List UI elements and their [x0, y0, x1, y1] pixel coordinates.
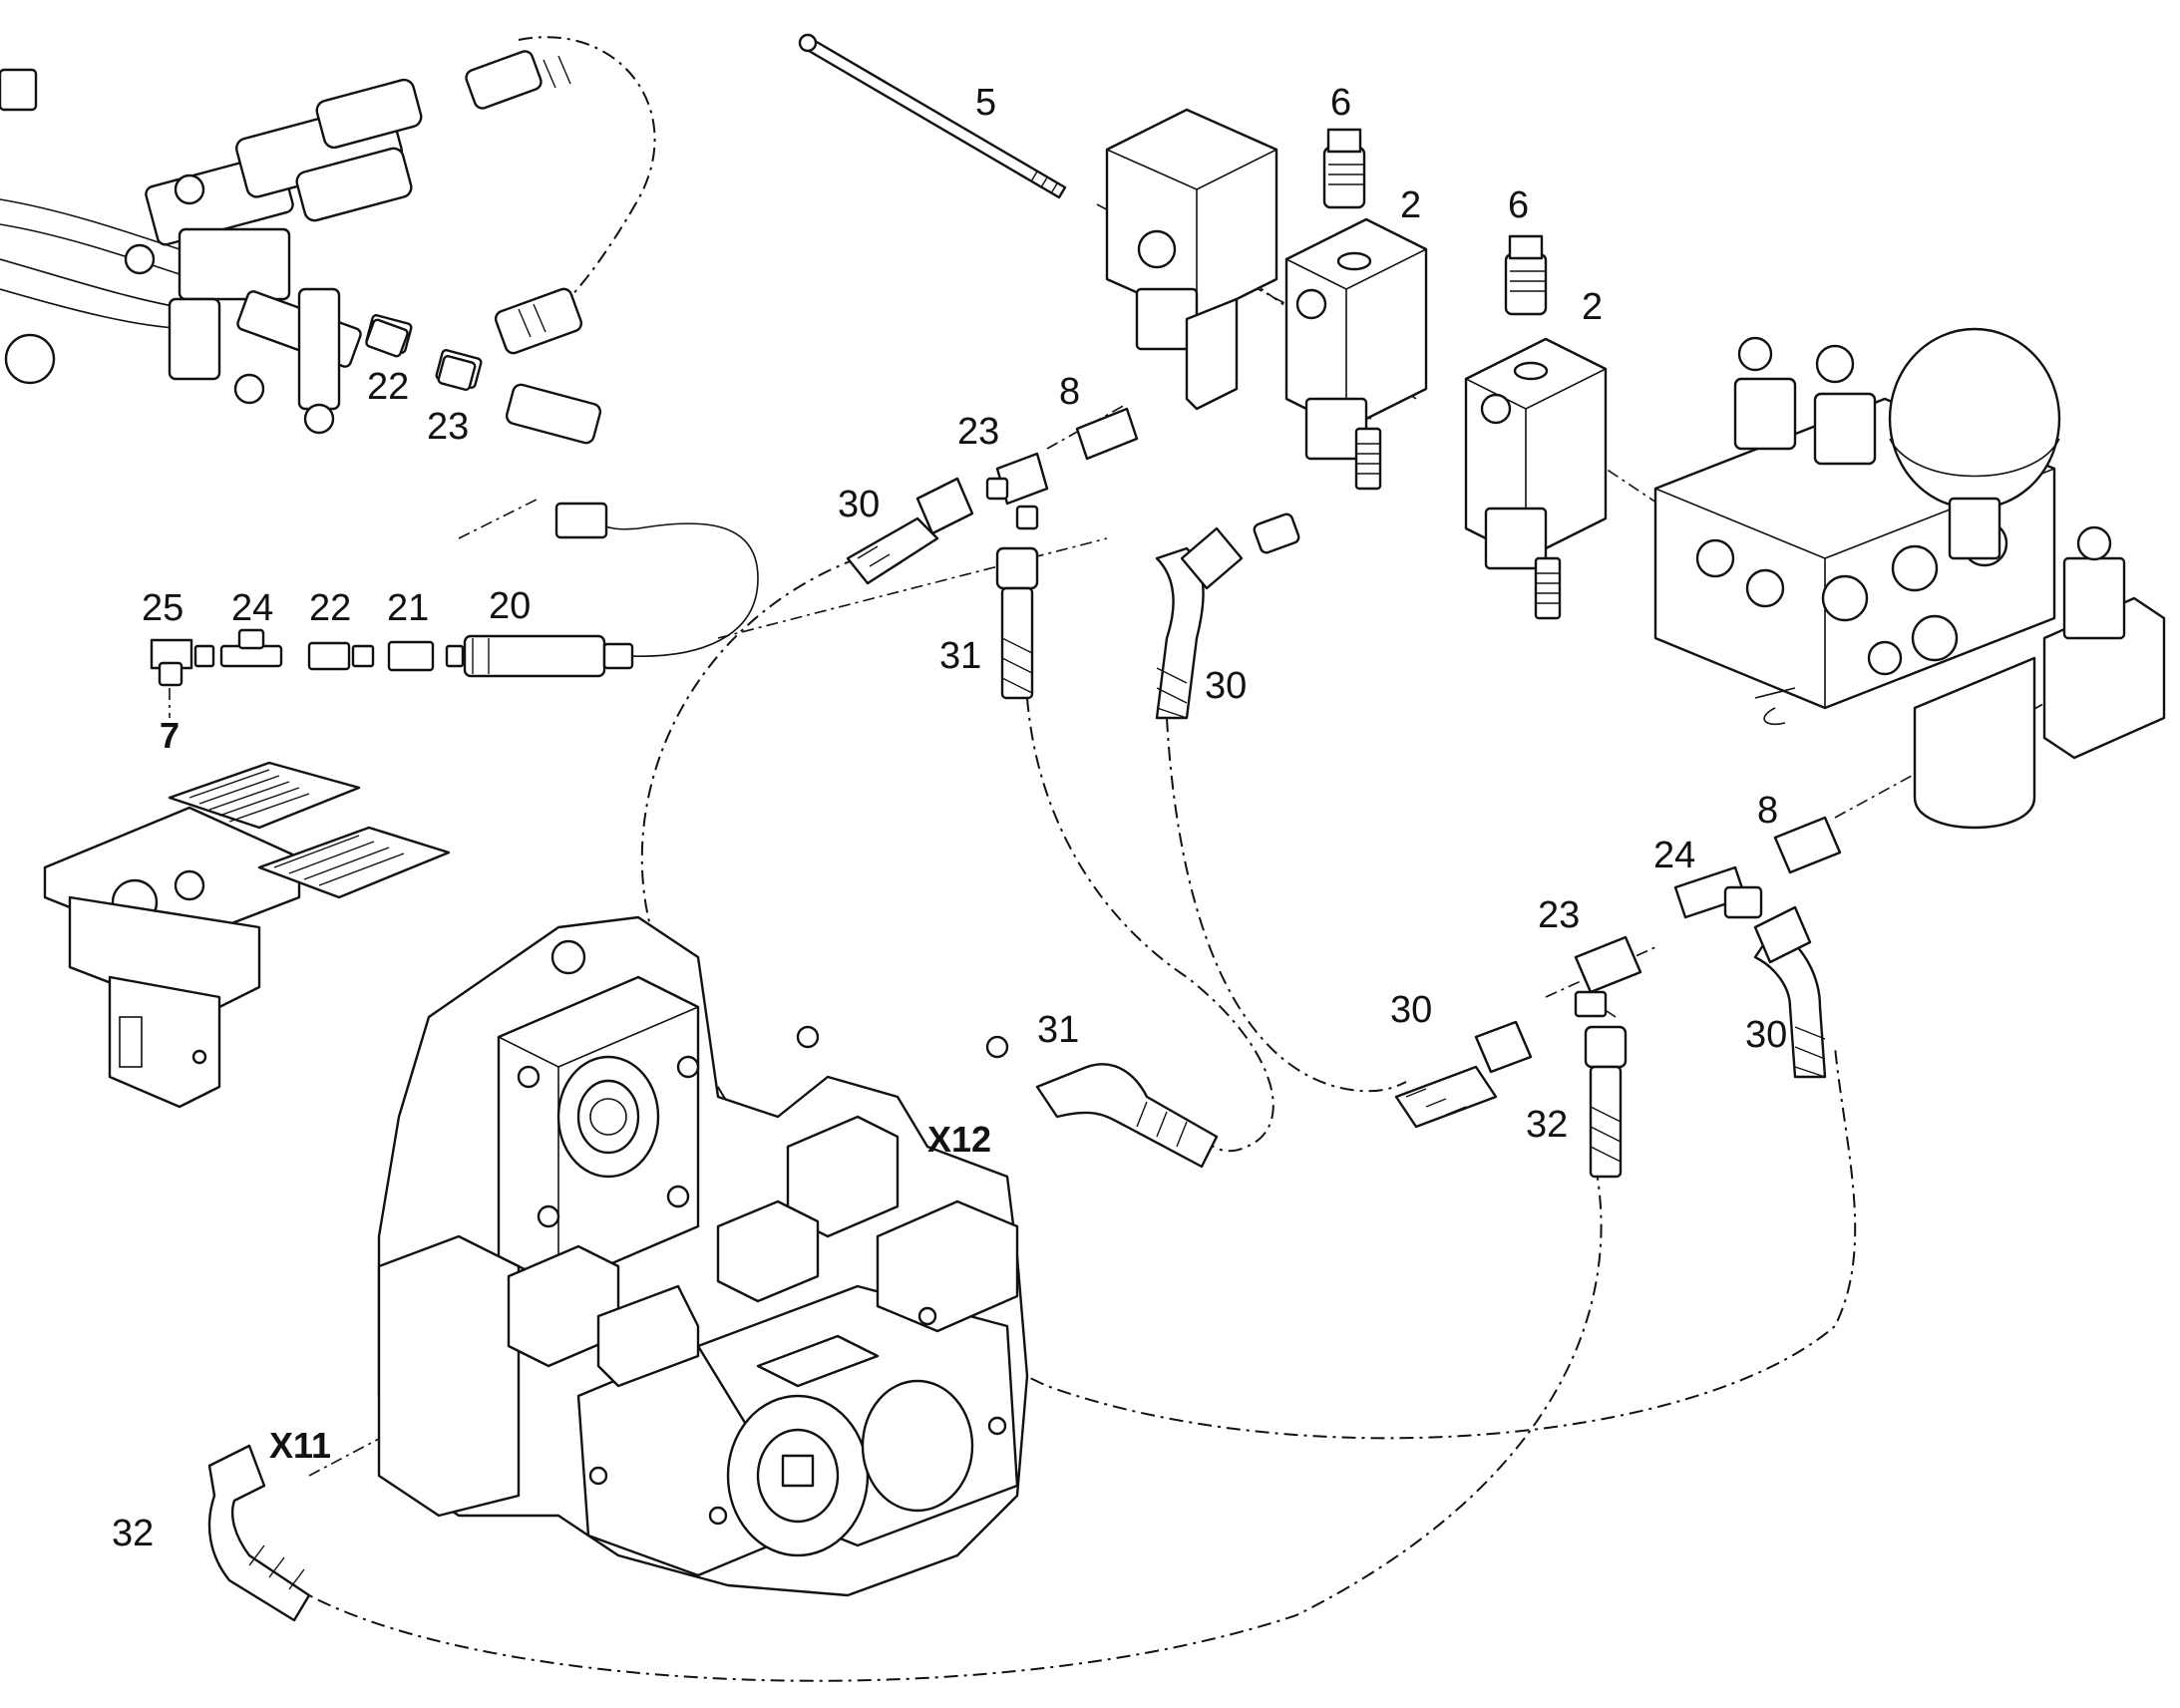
label-22-upper: 22	[367, 366, 409, 408]
label-7: 7	[160, 715, 180, 756]
label-31-upper: 31	[939, 635, 981, 677]
label-23-center: 23	[957, 411, 999, 453]
label-2-lower: 2	[1582, 286, 1603, 328]
label-30-lower-right: 30	[1745, 1014, 1787, 1056]
label-30-lower-left: 30	[1390, 989, 1432, 1031]
label-20: 20	[489, 585, 531, 627]
label-2-upper: 2	[1400, 184, 1421, 226]
label-8-lower: 8	[1757, 790, 1778, 832]
rod-5	[798, 33, 1067, 199]
callout-labels: 5 6 2 6 2 22 23 23 8 30 25 24 22 21 20 3…	[112, 82, 1787, 1554]
valve-2-lower	[1464, 234, 1608, 620]
label-x11: X11	[269, 1425, 331, 1466]
main-manifold-accumulator	[1653, 327, 2166, 830]
label-21: 21	[387, 587, 429, 629]
label-25: 25	[142, 587, 183, 629]
upper-left-manifold	[0, 50, 602, 445]
label-24-left: 24	[231, 587, 273, 629]
label-22-left: 22	[309, 587, 351, 629]
label-8-upper: 8	[1059, 371, 1080, 413]
sensor-chain	[150, 502, 759, 687]
label-6-upper: 6	[1330, 82, 1351, 124]
label-23-lower: 23	[1538, 894, 1580, 936]
label-5: 5	[975, 82, 996, 124]
label-x12: X12	[927, 1119, 991, 1160]
label-30-mid: 30	[1205, 665, 1247, 707]
pedal-assembly-7	[43, 761, 451, 1109]
label-31-lower: 31	[1037, 1009, 1079, 1051]
label-6-lower: 6	[1508, 184, 1529, 226]
valve-2-upper	[1284, 128, 1428, 491]
label-24-lower: 24	[1653, 835, 1695, 876]
label-32-right: 32	[1526, 1104, 1568, 1146]
center-fittings	[207, 318, 1842, 1622]
label-30-left: 30	[838, 484, 880, 525]
valve-block-back	[1105, 108, 1278, 411]
label-23-upper: 23	[427, 406, 469, 448]
pump-body	[377, 915, 1029, 1597]
label-32-left: 32	[112, 1513, 154, 1554]
